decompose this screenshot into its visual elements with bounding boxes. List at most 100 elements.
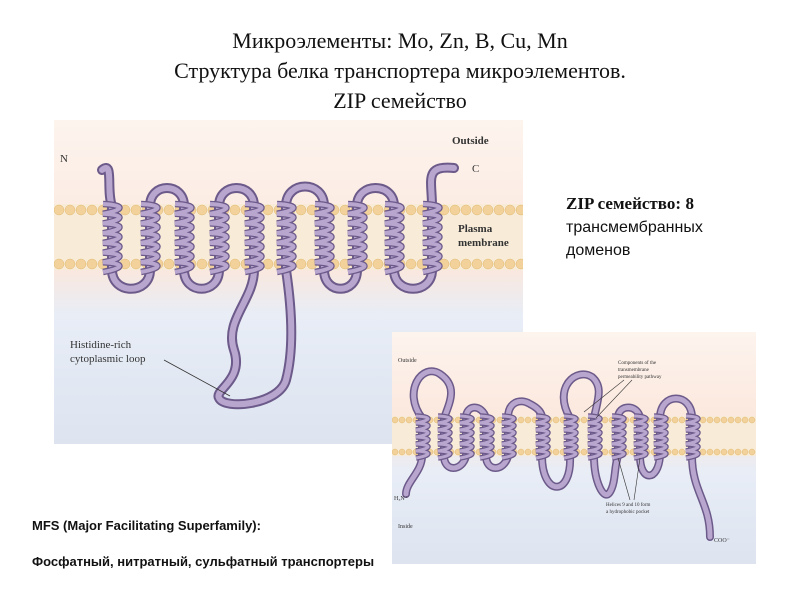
side-note-line-2: трансмембранных — [566, 219, 703, 236]
helix-coil — [685, 414, 700, 460]
lipid-head — [163, 204, 175, 216]
lipid-head — [517, 416, 525, 424]
lipid-head — [64, 258, 76, 270]
mfs-helices-label-2: a hydrophobic pocket — [606, 510, 650, 515]
mfs-heading: MFS (Major Facilitating Superfamily): — [32, 518, 261, 533]
zip-c-terminus-label: C — [472, 163, 479, 175]
mfs-helices-pointer-2 — [633, 457, 641, 501]
lipid-head — [734, 448, 742, 456]
lipid-head — [524, 416, 532, 424]
lipid-head — [493, 258, 505, 270]
lipid-head — [601, 416, 609, 424]
lipid-head — [75, 258, 87, 270]
lipid-head — [601, 448, 609, 456]
mfs-transporters: Фосфатный, нитратный, сульфатный транспо… — [32, 554, 375, 569]
helix-coil — [174, 202, 194, 274]
lipid-head — [748, 448, 756, 456]
helix-coil — [587, 414, 602, 460]
mfs-helices-pointer-1 — [617, 457, 631, 501]
lipid-head — [517, 448, 525, 456]
lipid-head — [295, 204, 307, 216]
zip-n-terminus-label: N — [60, 153, 68, 165]
zip-loop-label-1: Histidine-rich — [70, 339, 132, 351]
helix-coil — [140, 202, 160, 274]
lipid-head — [405, 258, 417, 270]
title-line-2: Структура белка транспортера микроэлемен… — [174, 58, 626, 83]
lipid-head — [706, 448, 714, 456]
lipid-head — [229, 204, 241, 216]
lipid-head — [671, 416, 679, 424]
lipid-head — [75, 204, 87, 216]
side-note-bold: ZIP семейство: — [566, 194, 681, 213]
helix-coil — [535, 414, 550, 460]
title-line-1: Микроэлементы: Mo, Zn, B, Cu, Mn — [232, 28, 568, 53]
mfs-pathway-pointer-1 — [583, 379, 625, 413]
mfs-pathway-pointer-2 — [595, 379, 633, 419]
side-note-line-3: доменов — [566, 242, 631, 259]
lipid-head — [504, 204, 516, 216]
lipid-head — [454, 416, 462, 424]
lipid-head — [741, 448, 749, 456]
lipid-head — [54, 204, 65, 216]
zip-membrane-label-1: Plasma — [458, 223, 493, 235]
lipid-head — [449, 258, 461, 270]
lipid-head — [720, 448, 728, 456]
lipid-head — [449, 204, 461, 216]
lipid-head — [706, 416, 714, 424]
zip-loop-pointer — [163, 359, 231, 397]
lipid-head — [372, 258, 384, 270]
helix-coil — [459, 414, 474, 460]
lipid-head — [405, 204, 417, 216]
lipid-head — [460, 204, 472, 216]
helix-coil — [437, 414, 452, 460]
helix-coil — [276, 202, 296, 274]
helix-coil — [415, 414, 430, 460]
mfs-helices — [415, 413, 701, 461]
helix-coil — [422, 202, 442, 274]
lipid-head — [496, 416, 504, 424]
helix-coil — [102, 202, 122, 274]
lipid-head — [405, 416, 413, 424]
lipid-head — [54, 258, 65, 270]
lipid-head — [64, 204, 76, 216]
helix-coil — [611, 414, 626, 460]
helix-coil — [244, 202, 264, 274]
lipid-head — [515, 258, 523, 270]
lipid-head — [295, 258, 307, 270]
lipid-head — [713, 448, 721, 456]
zip-membrane-label-2: membrane — [458, 237, 509, 249]
lipid-head — [392, 448, 399, 456]
lipid-head — [580, 416, 588, 424]
lipid-head — [671, 448, 679, 456]
mfs-pathway-label-1: Components of the — [618, 361, 657, 366]
title-line-3: ZIP семейство — [333, 88, 467, 113]
mfs-inside-label: Inside — [398, 524, 413, 530]
lipid-head — [720, 416, 728, 424]
lipid-head — [372, 204, 384, 216]
lipid-head — [493, 204, 505, 216]
lipid-head — [471, 204, 483, 216]
mfs-helices-label-1: Helices 9 and 10 form — [606, 503, 651, 508]
lipid-head — [727, 448, 735, 456]
zip-side-note: ZIP семейство: 8 трансмембранных доменов — [566, 192, 703, 262]
helix-coil — [479, 414, 494, 460]
helix-coil — [384, 202, 404, 274]
helix-coil — [563, 414, 578, 460]
lipid-head — [504, 258, 516, 270]
lipid-head — [741, 416, 749, 424]
lipid-head — [482, 258, 494, 270]
lipid-head — [678, 416, 686, 424]
helix-coil — [633, 414, 648, 460]
zip-outside-label: Outside — [452, 135, 489, 147]
side-note-count: 8 — [685, 194, 694, 213]
lipid-head — [524, 448, 532, 456]
lipid-head — [699, 416, 707, 424]
lipid-head — [713, 416, 721, 424]
lipid-head — [86, 204, 98, 216]
lipid-head — [515, 204, 523, 216]
lipid-head — [398, 448, 406, 456]
mfs-pathway-label-3: permeability pathway — [618, 375, 662, 380]
lipid-head — [727, 416, 735, 424]
lipid-head — [398, 416, 406, 424]
lipid-head — [163, 258, 175, 270]
